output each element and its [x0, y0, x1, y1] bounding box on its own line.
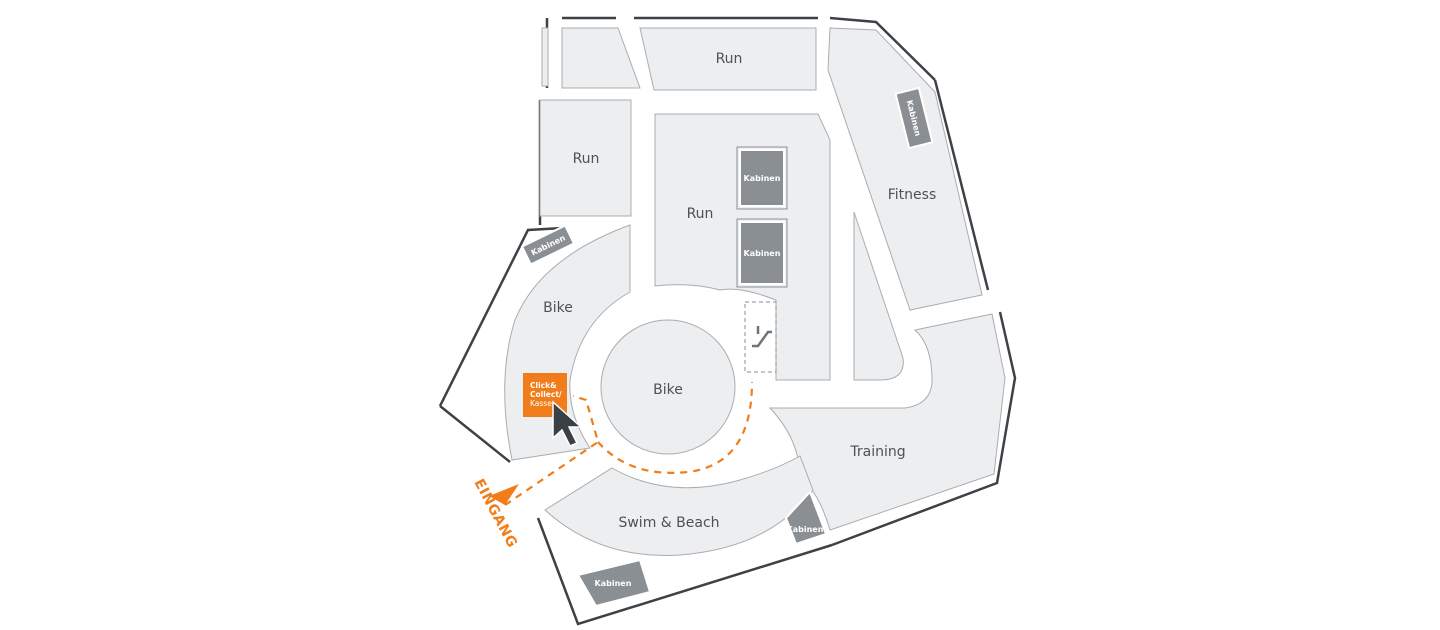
zone-fitness[interactable]: Fitness [827, 27, 983, 311]
entrance[interactable]: EINGANG [470, 476, 520, 550]
cabin-label: Kabinen [787, 525, 824, 534]
cursor-pointer-icon [552, 400, 583, 447]
wall-panel [541, 27, 549, 87]
triangle-icon [489, 484, 519, 505]
zone-run-top-label: Run [716, 51, 743, 67]
zone-fitness-label: Fitness [888, 187, 937, 203]
escalator-icon [752, 326, 772, 348]
zone-bike-center-label: Bike [653, 382, 683, 398]
zone-bike-center[interactable]: Bike [600, 319, 736, 455]
cabin-label: Kabinen [744, 174, 781, 183]
cabin-label: Kabinen [595, 579, 632, 588]
zone-training-label: Training [849, 444, 905, 460]
cabin-swim[interactable]: Kabinen [576, 558, 652, 608]
zone-run-left[interactable]: Run [539, 99, 632, 217]
zone-bike-outer-label: Bike [543, 300, 573, 316]
click-collect-line3: Kasse [530, 399, 552, 408]
route-path [504, 381, 754, 506]
click-collect-line1: Click& [530, 381, 557, 390]
zone-training[interactable]: Training [768, 313, 1006, 531]
zone-strip [853, 211, 904, 381]
zone-swim-beach[interactable]: Swim & Beach [544, 455, 814, 556]
cabin-center-2[interactable]: Kabinen [736, 218, 788, 288]
cabin-fitness[interactable]: Kabinen [894, 86, 934, 150]
escalator[interactable] [744, 301, 777, 373]
zone-run-top[interactable]: Run [561, 27, 817, 91]
cabin-label: Kabinen [744, 249, 781, 258]
zone-run-left-label: Run [573, 151, 600, 167]
zone-swim-beach-label: Swim & Beach [618, 515, 719, 531]
click-collect-line2: Collect/ [530, 390, 562, 399]
cabin-center-1[interactable]: Kabinen [736, 146, 788, 210]
zone-run-center-label: Run [687, 206, 714, 222]
cabin-training[interactable]: Kabinen [784, 490, 828, 546]
